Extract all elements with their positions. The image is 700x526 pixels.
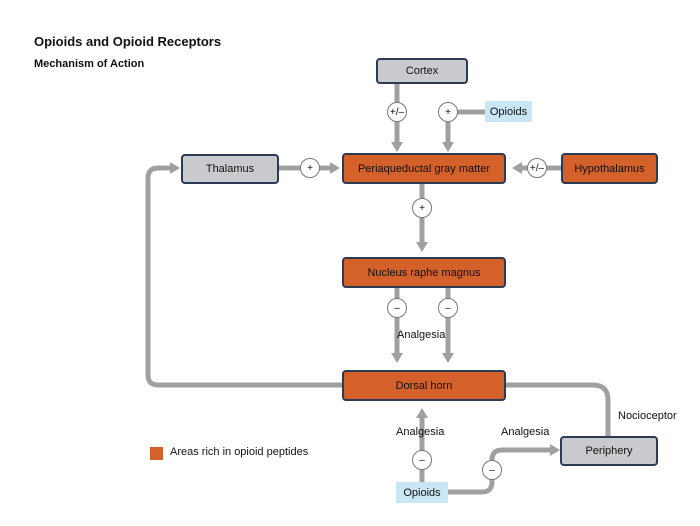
- node-dorsal-horn: Dorsal horn: [342, 370, 506, 401]
- node-cortex: Cortex: [376, 58, 468, 84]
- label-analgesia-nrm: Analgesia: [397, 329, 446, 341]
- diagram-title: Opioids and Opioid Receptors: [34, 34, 222, 49]
- drug-opioids-top: Opioids: [485, 101, 532, 122]
- arrowhead-nrm-dh-right: [442, 353, 454, 363]
- sign-pag-nrm: +: [412, 198, 432, 218]
- legend-label: Areas rich in opioid peptides: [170, 446, 309, 458]
- arrowhead-opioids-periphery: [550, 444, 560, 456]
- sign-hypothalamus-pag: +/–: [527, 158, 547, 178]
- node-thalamus: Thalamus: [181, 154, 279, 184]
- sign-nrm-dh-right: –: [438, 298, 458, 318]
- diagram-subtitle: Mechanism of Action: [34, 58, 145, 70]
- label-analgesia-periphery: Analgesia: [501, 426, 550, 438]
- node-periaqueductal-gray: Periaqueductal gray matter: [342, 153, 506, 184]
- arrowhead-opioids-dh: [416, 408, 428, 418]
- label-nocioceptor: Nocioceptor: [618, 410, 677, 422]
- arrowhead-thalamus-pag: [330, 162, 340, 174]
- node-hypothalamus: Hypothalamus: [561, 153, 658, 184]
- sign-thalamus-pag: +: [300, 158, 320, 178]
- sign-opioids-pag: +: [438, 102, 458, 122]
- node-nucleus-raphe-magnus: Nucleus raphe magnus: [342, 257, 506, 288]
- nocioceptor-pathway-line: [458, 382, 611, 440]
- sign-opioids-periphery: –: [482, 460, 502, 480]
- drug-opioids-bottom: Opioids: [396, 482, 448, 503]
- arrowhead-nrm-dh-left: [391, 353, 403, 363]
- arrowhead-cortex-pag: [391, 142, 403, 152]
- label-analgesia-dorsal-horn: Analgesia: [396, 426, 445, 438]
- legend-swatch: [150, 447, 163, 460]
- sign-cortex-pag: +/–: [387, 102, 407, 122]
- ascending-pathway-line: [145, 165, 378, 388]
- arrowhead-ascending-thalamus: [170, 162, 180, 174]
- arrowhead-hypothalamus-pag: [512, 162, 522, 174]
- arrowhead-pag-nrm: [416, 242, 428, 252]
- node-periphery: Periphery: [560, 436, 658, 466]
- sign-nrm-dh-left: –: [387, 298, 407, 318]
- sign-opioids-dh: –: [412, 450, 432, 470]
- arrowhead-opioids-pag: [442, 142, 454, 152]
